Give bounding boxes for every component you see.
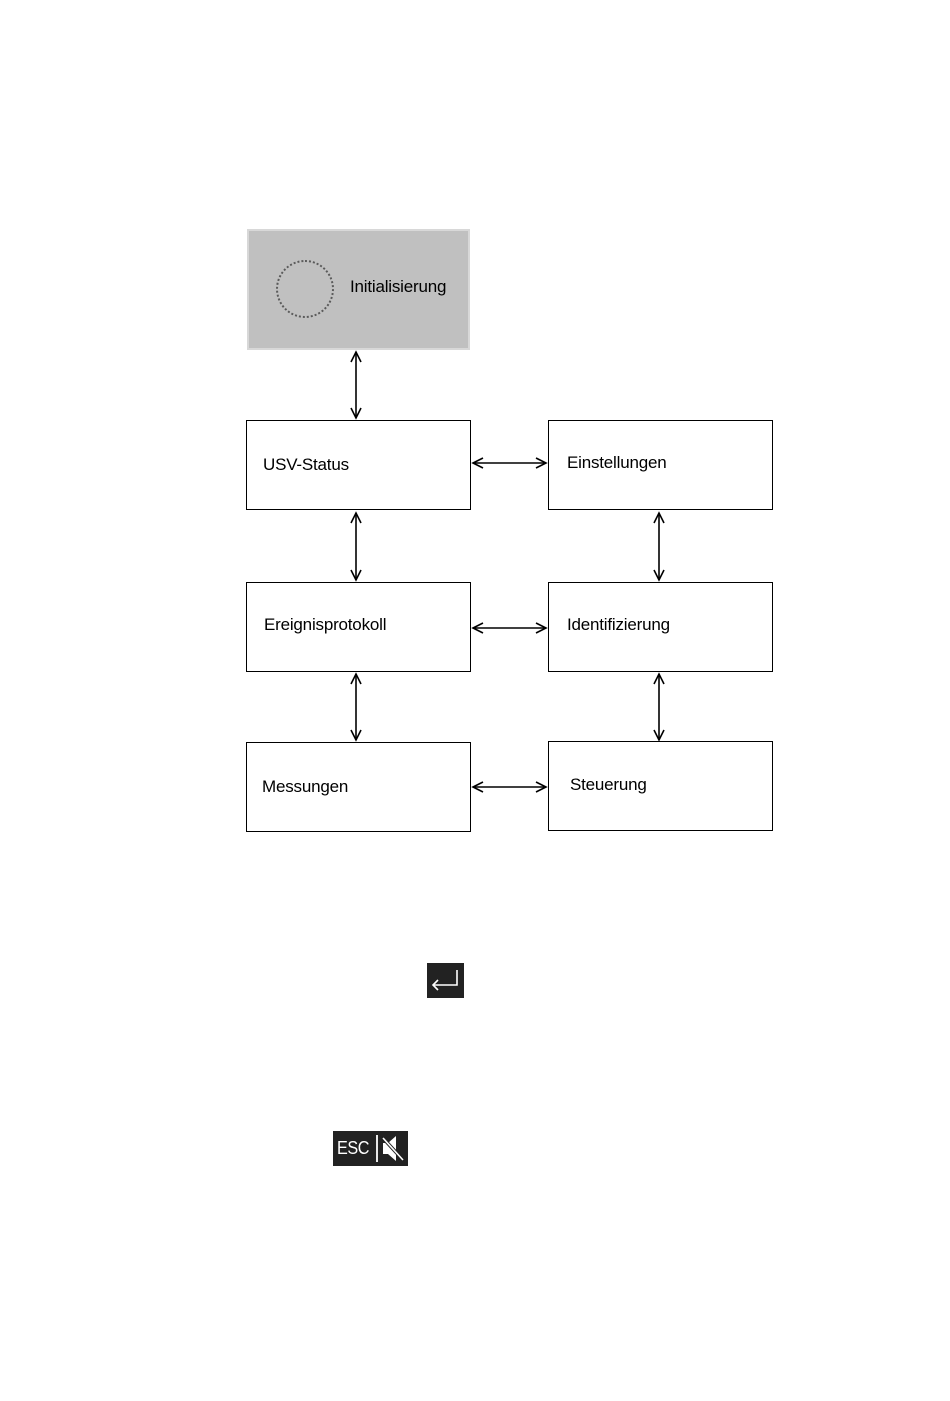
node-usv-status: USV-Status bbox=[246, 420, 471, 510]
node-ereignisprotokoll: Ereignisprotokoll bbox=[246, 582, 471, 672]
node-steuerung-label: Steuerung bbox=[570, 775, 647, 795]
esc-mute-key-icon: ESC bbox=[333, 1131, 408, 1166]
node-initialisierung: Initialisierung bbox=[247, 229, 470, 350]
node-identifizierung: Identifizierung bbox=[548, 582, 773, 672]
node-usv-status-label: USV-Status bbox=[263, 455, 349, 475]
node-steuerung: Steuerung bbox=[548, 741, 773, 831]
node-einstellungen-label: Einstellungen bbox=[567, 453, 666, 473]
node-identifizierung-label: Identifizierung bbox=[567, 615, 670, 635]
node-initialisierung-label: Initialisierung bbox=[350, 277, 446, 297]
node-messungen-label: Messungen bbox=[262, 777, 348, 797]
loading-circle-icon bbox=[276, 260, 334, 318]
node-ereignisprotokoll-label: Ereignisprotokoll bbox=[264, 615, 386, 635]
node-messungen: Messungen bbox=[246, 742, 471, 832]
esc-key-label: ESC bbox=[337, 1138, 369, 1159]
node-einstellungen: Einstellungen bbox=[548, 420, 773, 510]
speaker-muted-icon bbox=[374, 1131, 408, 1166]
enter-key-icon bbox=[427, 963, 464, 998]
